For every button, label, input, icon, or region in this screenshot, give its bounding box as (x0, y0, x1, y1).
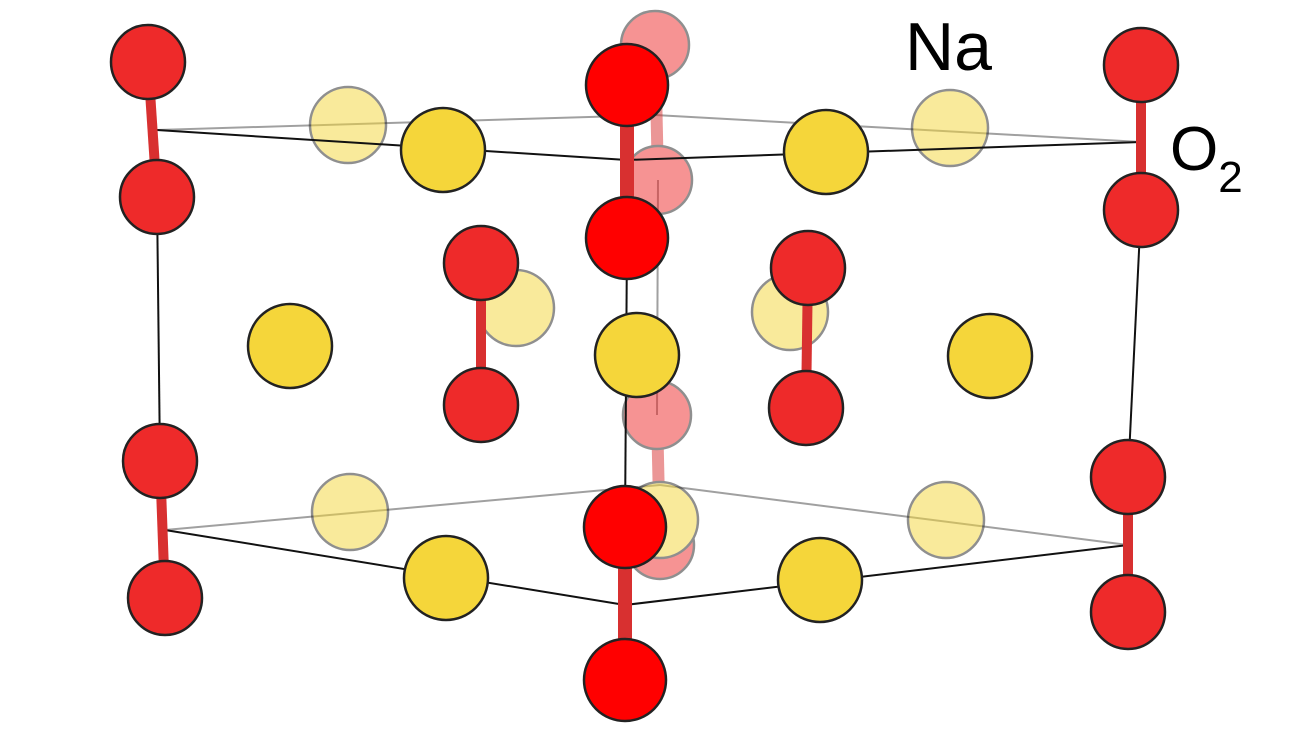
sodium-atom (246, 302, 334, 390)
oxygen-atom (442, 366, 520, 444)
oxygen-atom (118, 158, 196, 236)
oxygen-label: O2 (1170, 115, 1243, 202)
oxygen-atom (126, 559, 204, 637)
sodium-atom (593, 311, 681, 399)
oxygen-atom (582, 484, 668, 570)
oxygen-atom (584, 42, 670, 128)
oxygen-atom (442, 224, 520, 302)
oxygen-atom (1102, 171, 1180, 249)
sodium-atom (402, 534, 490, 622)
oxygen-atom (769, 229, 847, 307)
oxygen-atom (767, 369, 845, 447)
sodium-atom-back (310, 472, 390, 552)
oxygen-atom (121, 422, 199, 500)
sodium-atom (399, 106, 487, 194)
oxygen-atom (582, 637, 668, 723)
sodium-label: Na (905, 9, 992, 85)
oxygen-atom (584, 195, 670, 281)
unit-cell-back-edges (156, 114, 1142, 546)
sodium-atom-back (910, 88, 990, 168)
oxygen-atom (1089, 573, 1167, 651)
sodium-atom (776, 536, 864, 624)
oxygen-atom (1102, 26, 1180, 104)
sodium-atom (782, 108, 870, 196)
oxygen-atom (1089, 438, 1167, 516)
sodium-atom-back (308, 85, 388, 165)
sodium-atom (946, 312, 1034, 400)
oxygen-atom (109, 23, 187, 101)
sodium-atom-back (906, 480, 986, 560)
